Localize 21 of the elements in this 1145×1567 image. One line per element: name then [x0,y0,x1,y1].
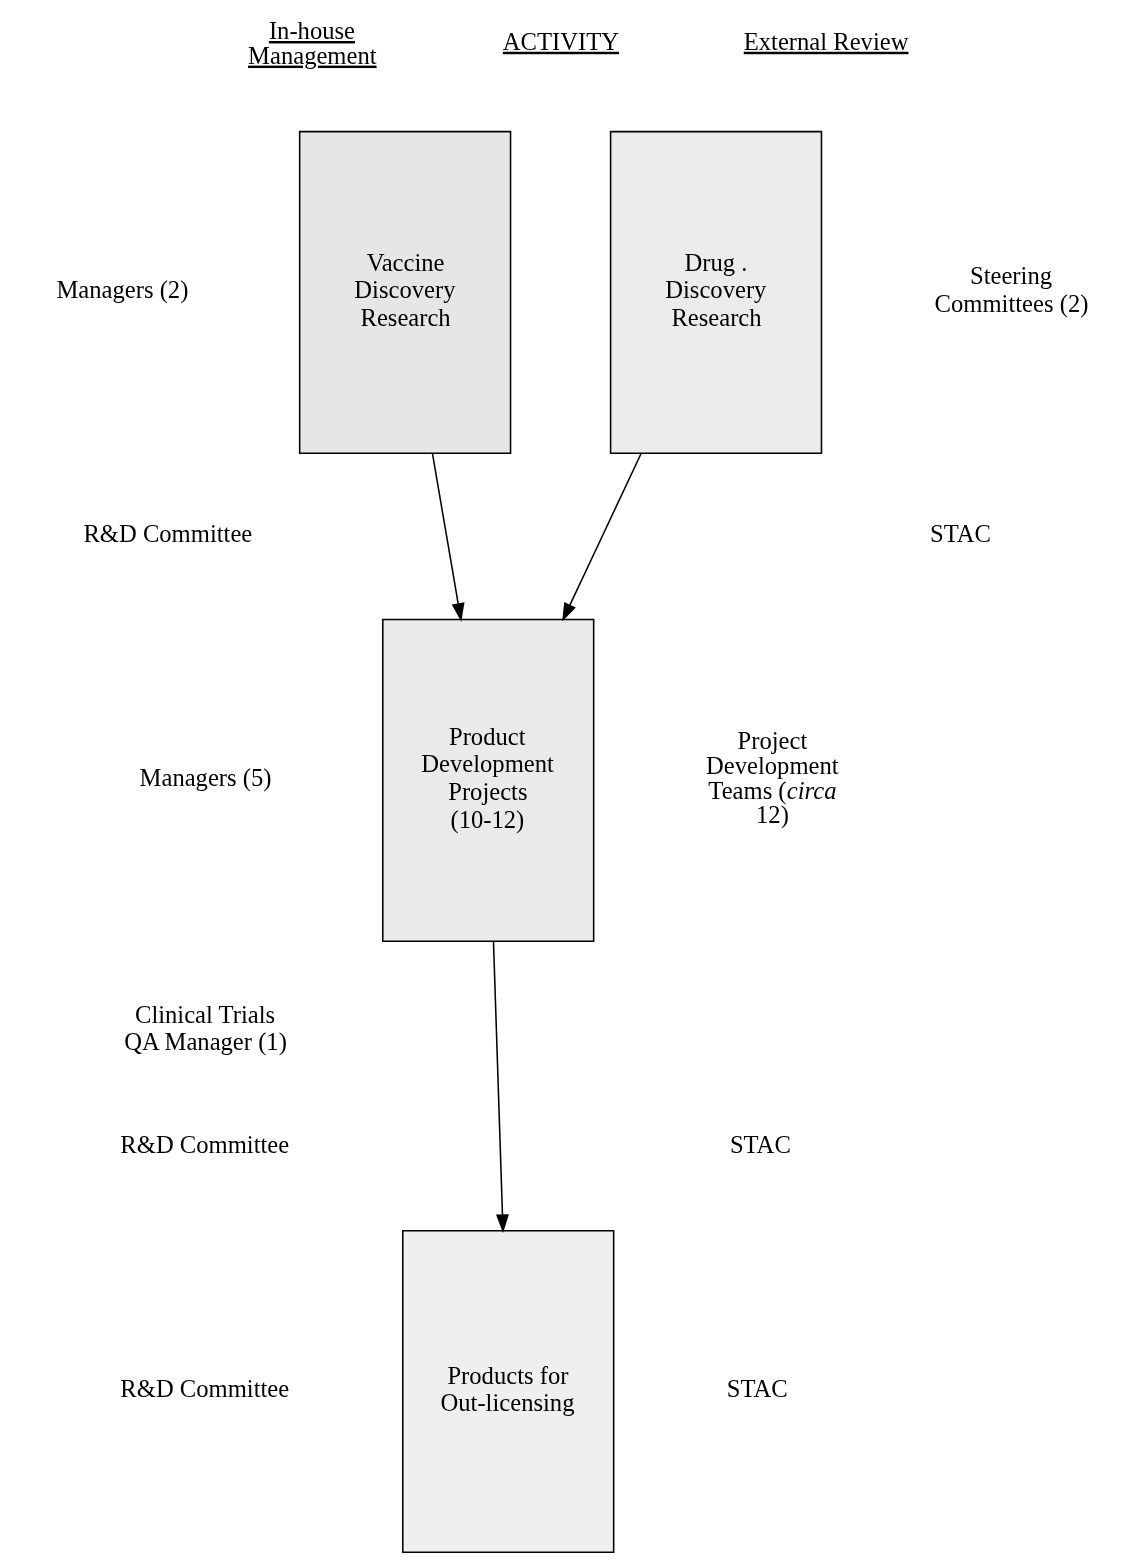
node-box: Vaccine Discovery Research [298,130,512,455]
label: Managers (5) [139,764,272,792]
label: R&D Committee [83,520,253,548]
label: Managers (2) [56,276,189,304]
label: ACTIVITY [502,27,620,55]
label: R&D Committee [120,1131,290,1159]
label: External Review [743,27,909,55]
label: Clinical Trials QA Manager (1) [124,1000,287,1056]
label: STAC [929,520,991,548]
arrow [492,940,509,1233]
label: STAC [726,1375,788,1403]
label: Project Development Teams (circa 12) [706,727,839,829]
label: R&D Committee [120,1375,290,1403]
arrow [431,452,465,622]
label: STAC [729,1131,791,1159]
arrow [562,452,642,622]
label: In-house Management [248,16,377,69]
node-box: Drug . Discovery Research [609,130,823,455]
node-box: Products for Out-licensing [402,1229,615,1554]
node-box: Product Development Projects (10-12) [382,618,595,943]
label: Steering Committees (2) [934,262,1089,318]
